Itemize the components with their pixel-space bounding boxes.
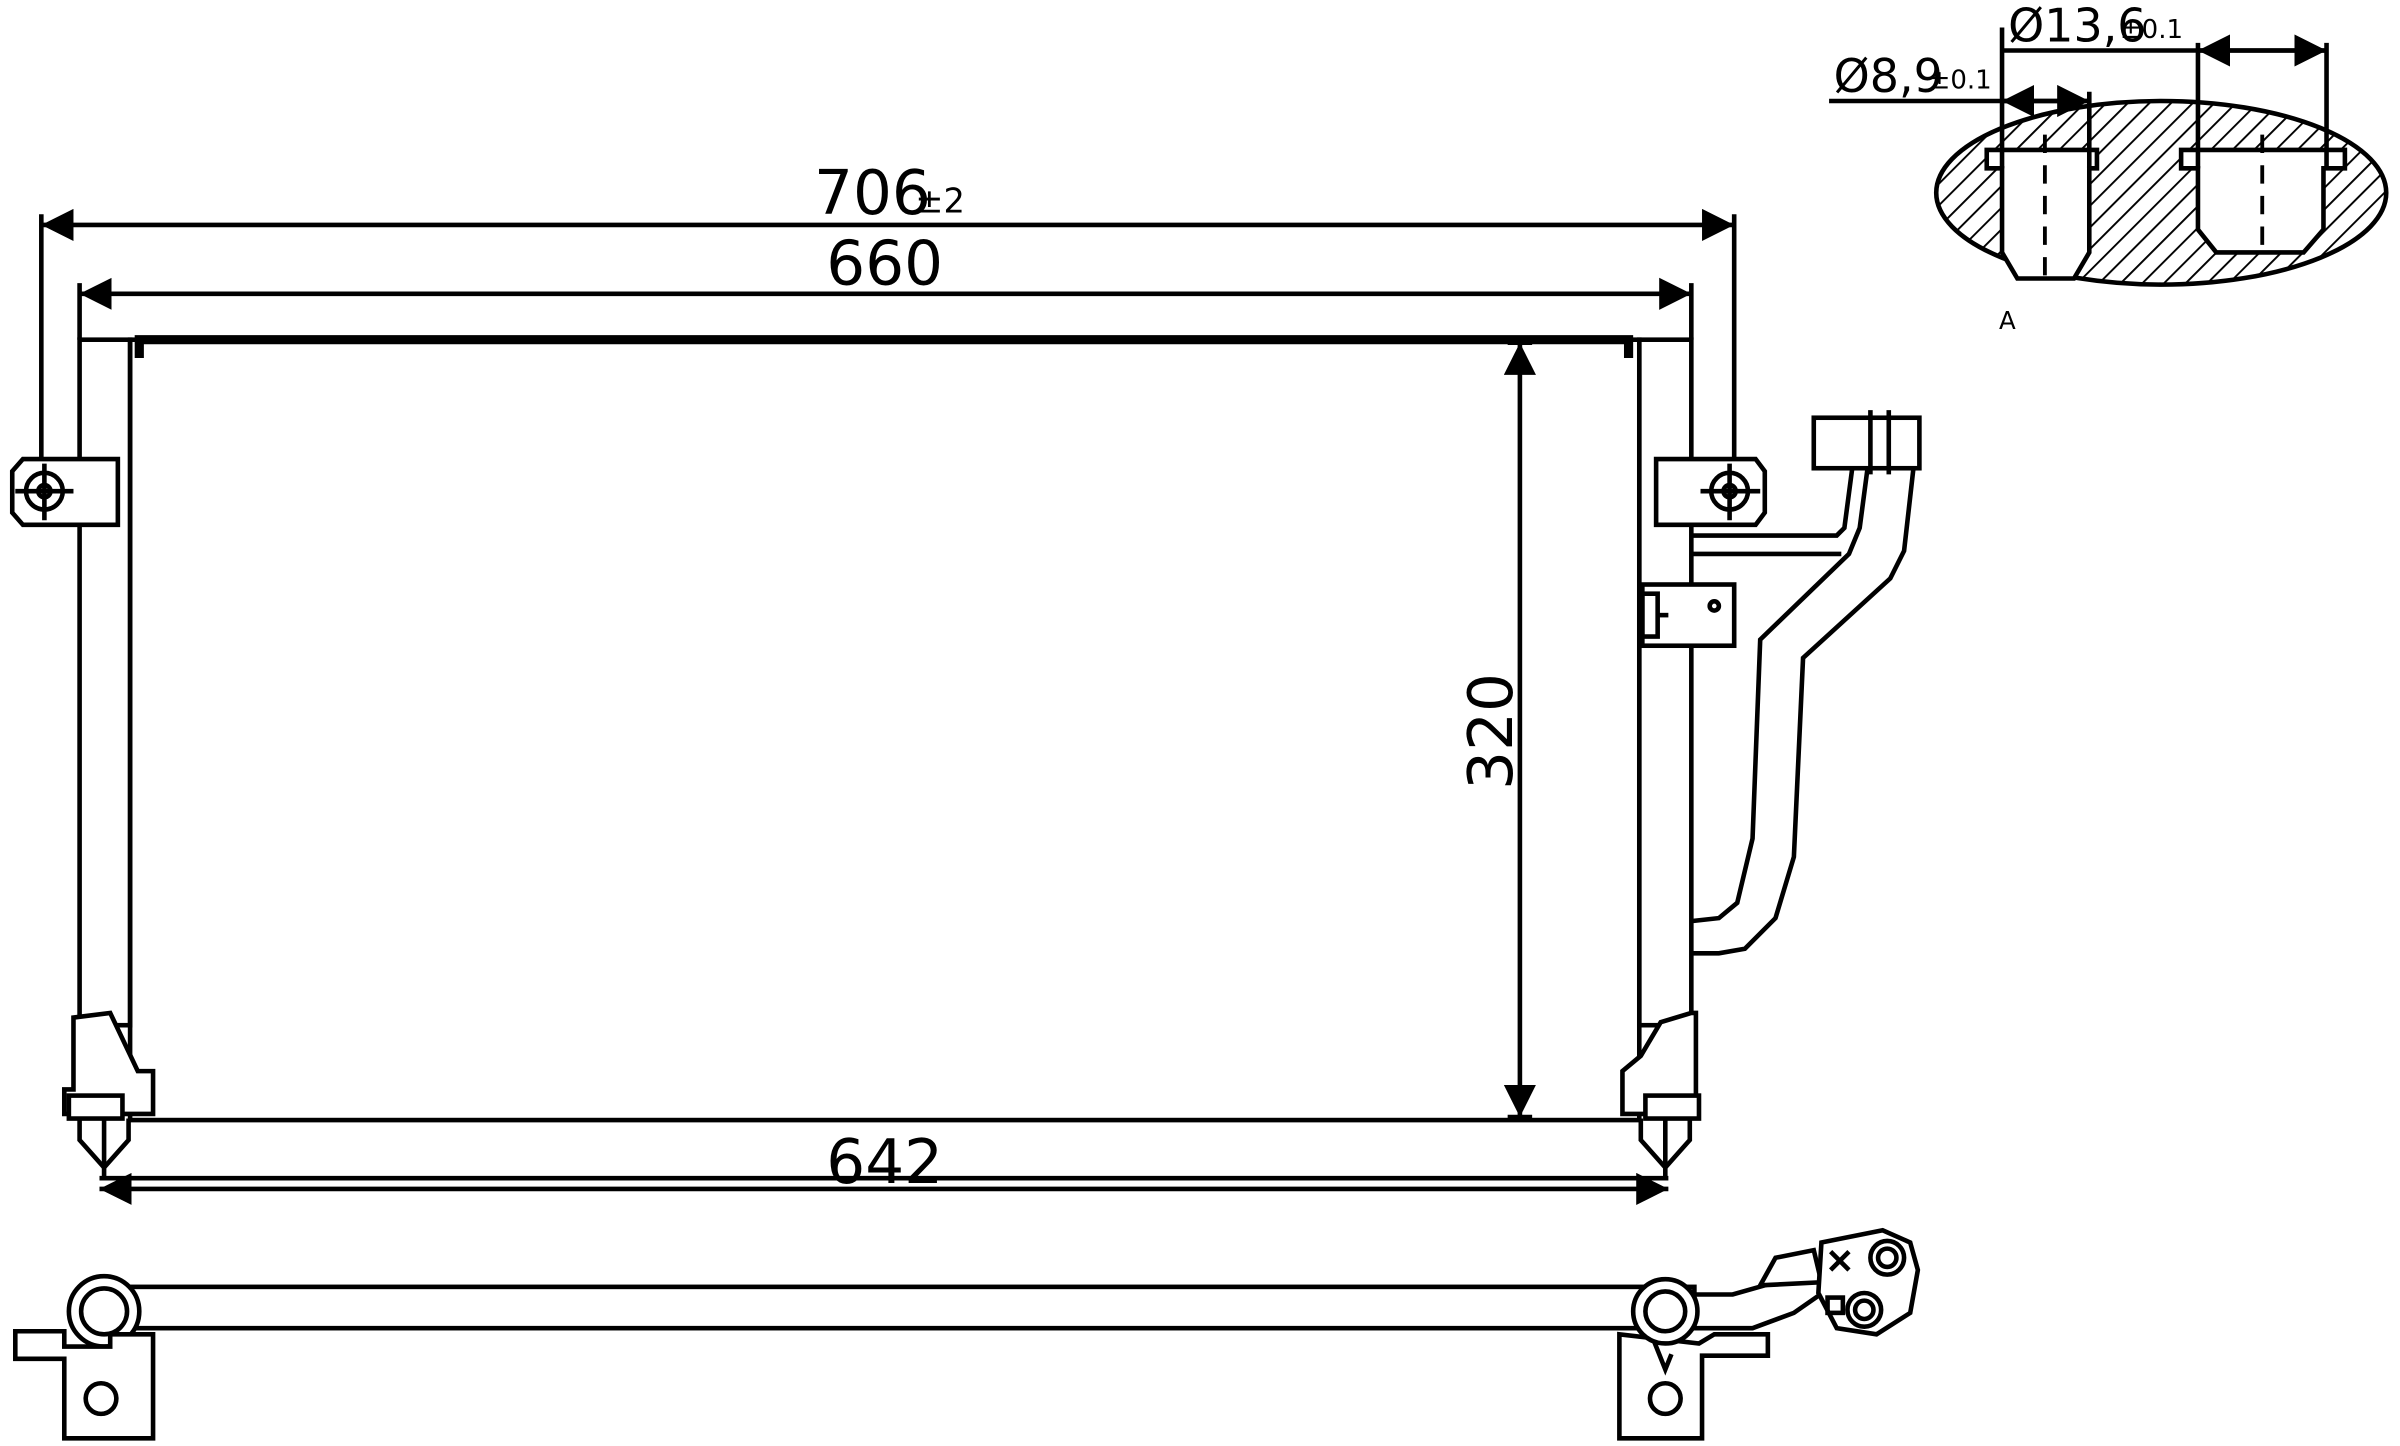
detail-a-section — [1829, 27, 2389, 287]
right-bottom-mount — [1620, 1010, 1702, 1179]
dimension-core-width — [77, 277, 1694, 340]
core-top-edge — [134, 335, 1634, 359]
pipe-fitting — [1811, 415, 1922, 471]
left-bottom-mount — [61, 1010, 156, 1179]
dimension-overall-width — [39, 208, 1737, 460]
dimension-core-height-value: 320 — [1456, 673, 1527, 790]
right-mounting-bracket — [1653, 456, 1768, 528]
detail-outer-diameter-value: Ø13,6 — [2008, 0, 2146, 52]
front-view: 706 ±2 660 320 642 — [9, 158, 1922, 1205]
left-mount-hole — [83, 1380, 119, 1417]
right-header-tank — [1636, 337, 1694, 1028]
detail-inner-diameter-tolerance: ±0.1 — [1929, 66, 1992, 96]
left-mounting-bracket — [9, 456, 121, 528]
detail-outer-diameter-tolerance: ±0.1 — [2120, 15, 2183, 45]
pipe-clip-block — [1640, 582, 1737, 649]
dimension-core-height — [1503, 340, 1536, 1120]
detail-inner-diameter-value: Ø8,9 — [1834, 49, 1943, 103]
refrigerant-pipes — [1691, 410, 1922, 956]
dimension-overall-width-tolerance: ±2 — [915, 182, 965, 221]
dimension-bottom-width-value: 642 — [826, 1127, 943, 1198]
dimension-overall-width-value: 706 — [814, 158, 931, 229]
detail-label: A — [1999, 306, 2016, 335]
condenser-core — [127, 337, 1642, 1123]
dimension-bottom-width — [99, 1172, 1669, 1205]
right-mount-hole — [1647, 1380, 1683, 1417]
bottom-view-tube — [107, 1284, 1697, 1331]
dimension-core-width-value: 660 — [826, 229, 943, 300]
bottom-view — [13, 1227, 1921, 1441]
left-header-tank — [77, 337, 133, 1028]
